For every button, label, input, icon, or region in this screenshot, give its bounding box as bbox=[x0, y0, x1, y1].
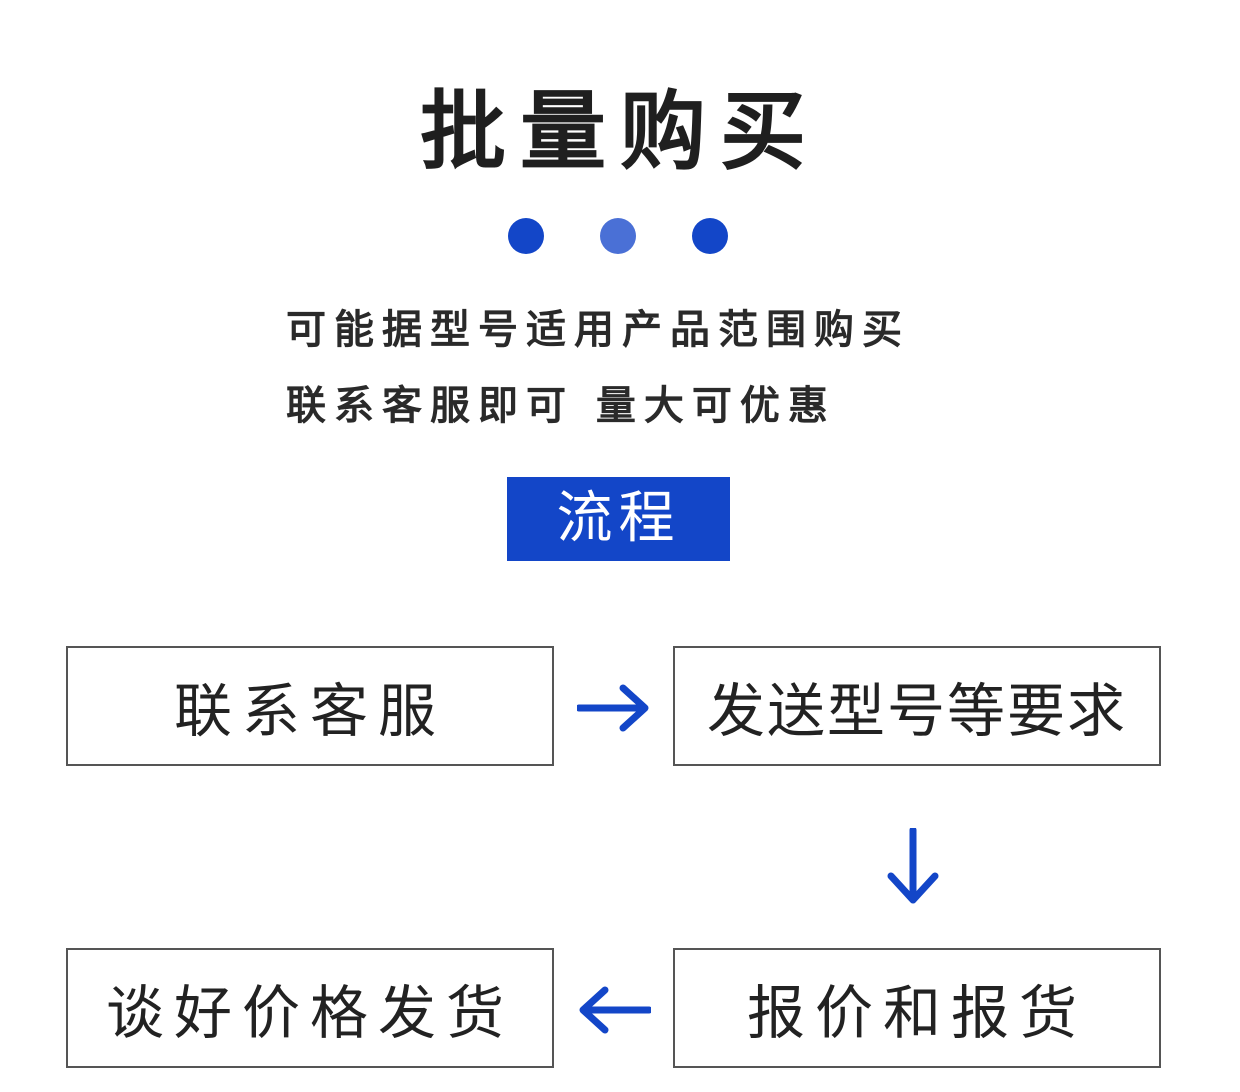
description-line-2: 联系客服即可 量大可优惠 bbox=[286, 383, 836, 429]
step-contact-service: 联系客服 bbox=[66, 646, 554, 766]
process-label: 流程 bbox=[507, 477, 730, 561]
arrow-left-icon bbox=[577, 985, 651, 1035]
step-agree-price-ship: 谈好价格发货 bbox=[66, 948, 554, 1068]
dot-icon bbox=[692, 218, 728, 254]
page-title: 批量购买 bbox=[420, 82, 820, 182]
step-quote-and-stock: 报价和报货 bbox=[673, 948, 1161, 1068]
step-send-requirements: 发送型号等要求 bbox=[673, 646, 1161, 766]
decorative-dots bbox=[508, 218, 748, 258]
arrow-down-icon bbox=[886, 828, 940, 906]
arrow-right-icon bbox=[577, 683, 651, 733]
description-line-1: 可能据型号适用产品范围购买 bbox=[286, 307, 910, 353]
dot-icon bbox=[508, 218, 544, 254]
dot-icon bbox=[600, 218, 636, 254]
